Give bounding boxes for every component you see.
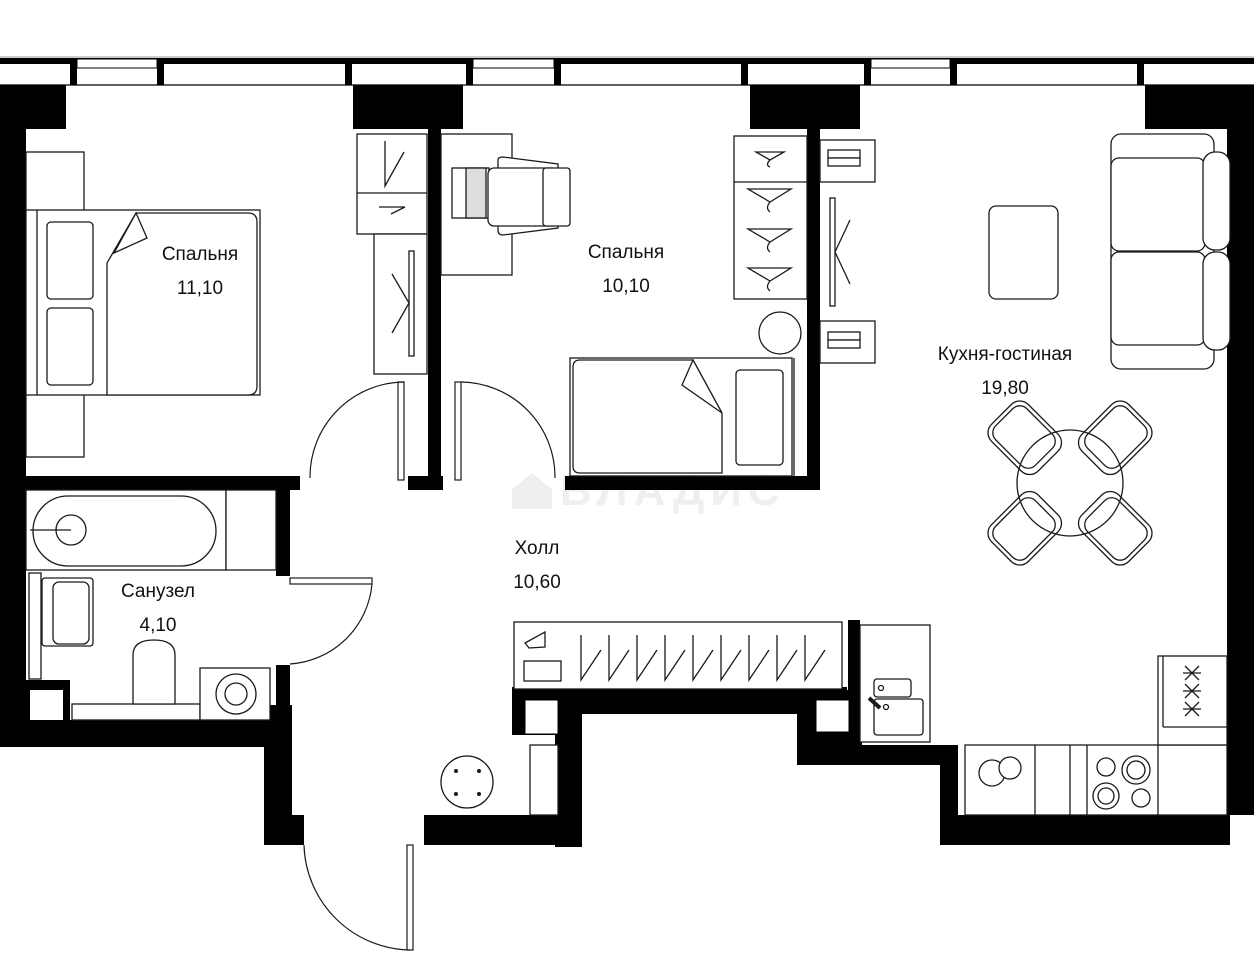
toilet bbox=[71, 639, 201, 721]
bathtub bbox=[25, 489, 277, 571]
window-strip bbox=[0, 56, 1254, 86]
room-label-bedroom-1: Спальня 11,10 bbox=[140, 238, 260, 306]
watermark-text: ВЛАДИС bbox=[560, 466, 786, 515]
coffee-table bbox=[988, 205, 1059, 300]
room-area: 19,80 bbox=[981, 378, 1029, 399]
washing-machine bbox=[199, 667, 271, 721]
room-area: 10,60 bbox=[513, 572, 561, 593]
refrigerator-icon bbox=[1183, 665, 1201, 717]
kitchen-units bbox=[859, 624, 1228, 816]
room-label-bedroom-2: Спальня 10,10 bbox=[566, 236, 686, 304]
watermark: ВЛАДИС bbox=[512, 466, 786, 516]
single-bed bbox=[569, 357, 795, 477]
room-label-hall: Холл 10,60 bbox=[492, 532, 582, 600]
room-area: 4,10 bbox=[139, 615, 177, 636]
room-label-kitchen-living: Кухня-гостиная 19,80 bbox=[920, 338, 1090, 406]
wardrobe bbox=[733, 135, 808, 300]
wardrobe bbox=[356, 133, 428, 375]
room-name: Санузел bbox=[120, 581, 195, 602]
sofa bbox=[1110, 133, 1231, 370]
double-bed bbox=[25, 151, 261, 458]
shoe-rack bbox=[529, 744, 559, 816]
room-name: Спальня bbox=[161, 244, 239, 265]
dining-set bbox=[987, 400, 1153, 566]
room-name: Спальня bbox=[587, 242, 665, 263]
room-name: Холл bbox=[514, 538, 560, 559]
armchair bbox=[487, 156, 571, 236]
room-area: 10,10 bbox=[602, 276, 650, 297]
walls bbox=[0, 85, 1254, 847]
room-label-bathroom: Санузел 4,10 bbox=[104, 575, 212, 643]
washbasin bbox=[28, 572, 94, 680]
house-logo-icon bbox=[512, 473, 552, 509]
kitchen-wardrobe bbox=[819, 139, 876, 364]
hallway-wardrobe bbox=[513, 621, 843, 690]
round-pouf bbox=[758, 311, 802, 355]
doors bbox=[289, 381, 556, 951]
room-area: 11,10 bbox=[176, 278, 224, 299]
round-stool bbox=[440, 755, 494, 809]
room-name: Кухня-гостиная bbox=[937, 344, 1073, 365]
